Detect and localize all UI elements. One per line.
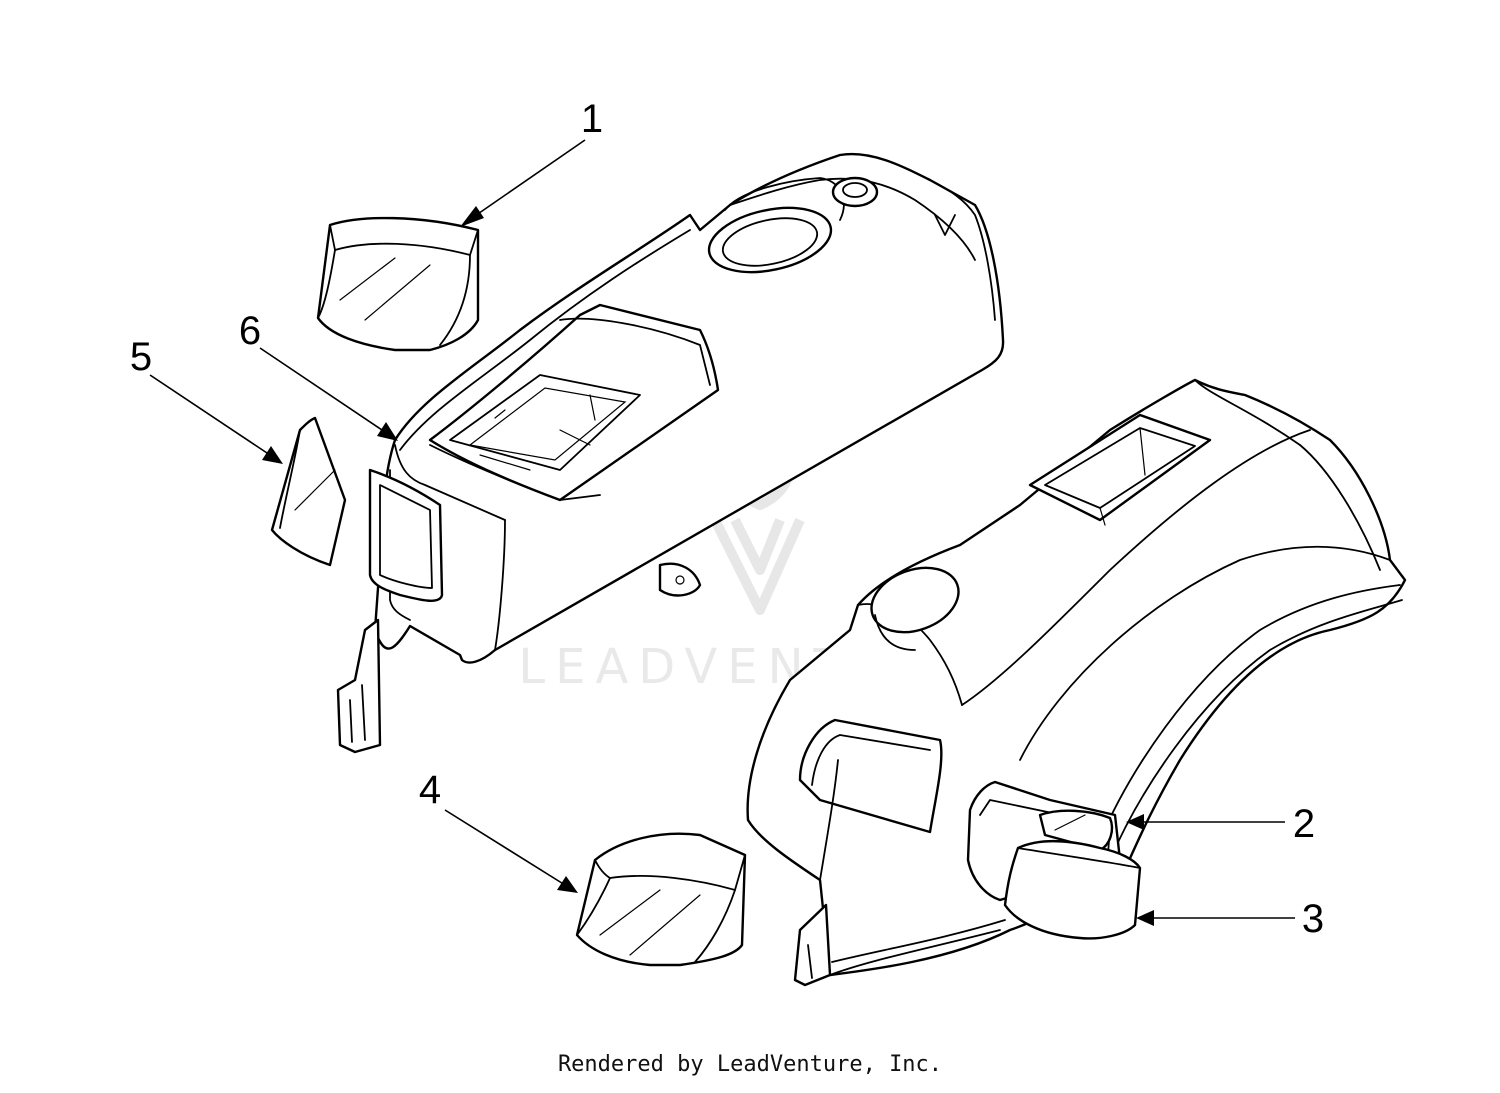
leader-lines: [149, 139, 1295, 926]
left-console-body: [336, 152, 1005, 754]
callout-5: 5: [130, 335, 152, 379]
part-5-lens: [270, 416, 347, 567]
callout-6: 6: [239, 309, 261, 353]
part-1-lens: [316, 216, 480, 352]
callout-4: 4: [419, 768, 441, 812]
footer-credit: Rendered by LeadVenture, Inc.: [557, 1052, 943, 1077]
callout-2: 2: [1293, 802, 1315, 846]
part-3-lens: [1003, 840, 1142, 940]
callout-1: 1: [581, 97, 603, 141]
part-4-lens: [575, 832, 747, 967]
callout-labels: 1 2 3 4 5 6: [130, 97, 1324, 941]
callout-3: 3: [1302, 897, 1324, 941]
